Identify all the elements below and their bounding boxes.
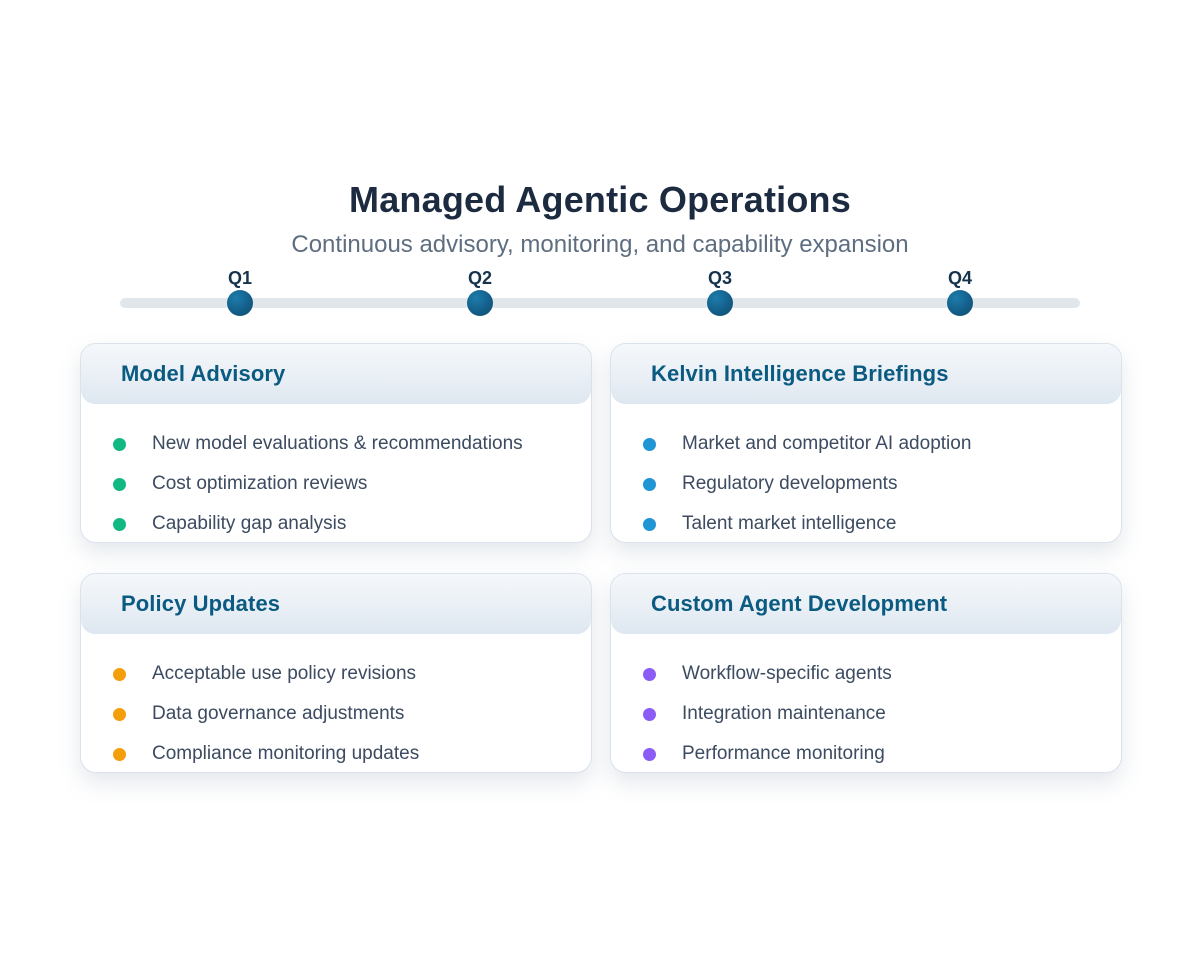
bullet-icon [113,477,126,491]
list-item-label: Talent market intelligence [682,513,897,534]
bullet-icon [113,517,126,531]
bullet-icon [113,707,126,721]
milestone-dot [227,290,253,316]
list-item: Talent market intelligence [643,504,1101,544]
list-item-label: Performance monitoring [682,743,885,764]
card-header: Model Advisory [81,344,591,404]
list-item: Compliance monitoring updates [113,734,571,774]
list-item-label: Data governance adjustments [152,703,405,724]
bullet-icon [643,667,656,681]
bullet-icon [643,747,656,761]
list-item: Capability gap analysis [113,504,571,544]
card-header: Custom Agent Development [611,574,1121,634]
bullet-icon [643,477,656,491]
list-item: Integration maintenance [643,694,1101,734]
card-title: Policy Updates [121,591,281,616]
list-item-label: Integration maintenance [682,703,886,724]
page-title: Managed Agentic Operations [349,179,851,220]
quarter-timeline: Q1 Q2 Q3 Q4 [120,268,1080,321]
card-header: Policy Updates [81,574,591,634]
list-item: New model evaluations & recommendations [113,424,571,464]
list-item-label: Capability gap analysis [152,513,347,534]
card-policy-updates: Policy Updates Acceptable use policy rev… [80,573,592,773]
milestone-label: Q3 [707,268,733,288]
card-title: Kelvin Intelligence Briefings [651,361,949,386]
page-subtitle: Continuous advisory, monitoring, and cap… [291,231,909,258]
card-title: Custom Agent Development [651,591,948,616]
list-item: Cost optimization reviews [113,464,571,504]
list-item-label: Market and competitor AI adoption [682,433,972,454]
milestone-dot [467,290,493,316]
list-item: Performance monitoring [643,734,1101,774]
timeline-bar [120,298,1080,308]
list-item-label: Compliance monitoring updates [152,743,420,764]
bullet-icon [113,437,126,451]
service-cards-grid: Model Advisory New model evaluations & r… [80,343,1122,773]
card-model-advisory: Model Advisory New model evaluations & r… [80,343,592,543]
milestone-label: Q4 [947,268,973,288]
milestone-label: Q1 [227,268,253,288]
bullet-icon [643,437,656,451]
list-item: Market and competitor AI adoption [643,424,1101,464]
bullet-icon [643,517,656,531]
list-item: Data governance adjustments [113,694,571,734]
list-item: Regulatory developments [643,464,1101,504]
milestone-label: Q2 [467,268,493,288]
list-item: Workflow-specific agents [643,654,1101,694]
list-item-label: Workflow-specific agents [682,663,892,684]
card-title: Model Advisory [121,361,286,386]
card-custom-agent-development: Custom Agent Development Workflow-specif… [610,573,1122,773]
list-item-label: Cost optimization reviews [152,473,368,494]
bullet-icon [113,747,126,761]
list-item-label: New model evaluations & recommendations [152,433,523,454]
milestone-dot [707,290,733,316]
list-item-label: Regulatory developments [682,473,898,494]
bullet-icon [113,667,126,681]
milestone-dot [947,290,973,316]
bullet-icon [643,707,656,721]
list-item-label: Acceptable use policy revisions [152,663,417,684]
card-kelvin-intelligence-briefings: Kelvin Intelligence Briefings Market and… [610,343,1122,543]
list-item: Acceptable use policy revisions [113,654,571,694]
card-header: Kelvin Intelligence Briefings [611,344,1121,404]
